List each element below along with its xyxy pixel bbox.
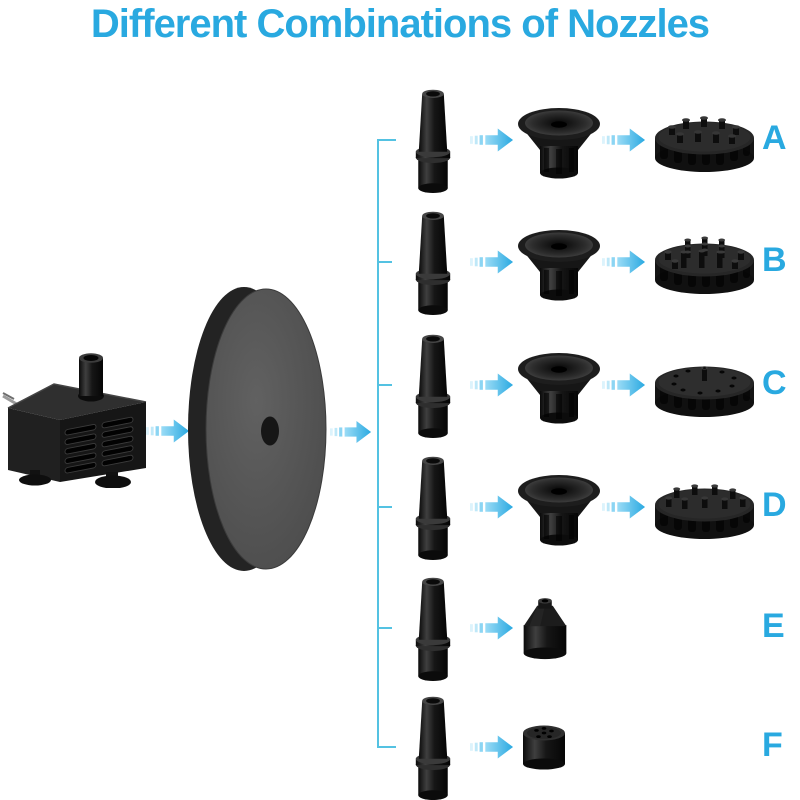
riser-tube-part	[415, 577, 451, 682]
nozzle-row-d: D	[0, 447, 800, 567]
spray-head-c-part	[655, 366, 754, 417]
nozzle-row-c: C	[0, 325, 800, 445]
spray-head-d-part	[655, 484, 754, 539]
right-arrow-icon	[602, 373, 646, 397]
right-arrow-icon	[602, 250, 646, 274]
right-arrow-icon	[146, 419, 190, 443]
nozzle-row-f: F	[0, 687, 800, 800]
combination-label-b: B	[762, 241, 787, 279]
riser-tube-part	[415, 89, 451, 194]
riser-tube-part	[415, 211, 451, 316]
right-arrow-icon	[470, 616, 514, 640]
combination-label-e: E	[762, 607, 785, 645]
riser-tube-part	[415, 456, 451, 561]
float-disc-illustration	[188, 287, 327, 571]
water-pump-illustration	[2, 353, 147, 488]
right-arrow-icon	[470, 373, 514, 397]
right-arrow-icon	[470, 495, 514, 519]
bracket-line	[377, 139, 396, 748]
combination-label-a: A	[762, 119, 787, 157]
nozzle-row-b: B	[0, 202, 800, 322]
nozzle-row-a: A	[0, 80, 800, 200]
riser-tube-part	[415, 334, 451, 439]
right-arrow-icon	[330, 421, 372, 443]
combination-label-f: F	[762, 726, 783, 764]
right-arrow-icon	[602, 495, 646, 519]
spray-head-a-part	[655, 116, 754, 172]
combination-label-c: C	[762, 364, 787, 402]
multi-hole-nozzle-part	[523, 725, 565, 770]
riser-tube-part	[415, 696, 451, 800]
funnel-nozzle-part	[518, 353, 600, 424]
funnel-nozzle-part	[518, 230, 600, 301]
funnel-nozzle-part	[518, 108, 600, 179]
right-arrow-icon	[470, 128, 514, 152]
spray-head-b-part	[655, 236, 754, 294]
nozzle-row-e: E	[0, 568, 800, 688]
funnel-nozzle-part	[518, 475, 600, 546]
right-arrow-icon	[602, 128, 646, 152]
combination-label-d: D	[762, 486, 787, 524]
single-jet-nozzle-part	[523, 598, 567, 660]
right-arrow-icon	[470, 250, 514, 274]
page-title: Different Combinations of Nozzles	[90, 2, 710, 46]
right-arrow-icon	[470, 735, 514, 759]
